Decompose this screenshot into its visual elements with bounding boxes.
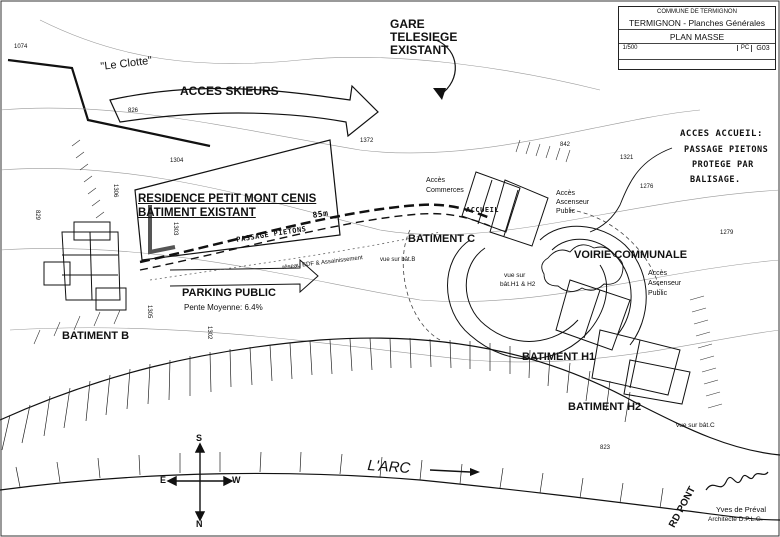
acces-skieurs-arrow [109,84,379,138]
parcel-number: 826 [128,108,139,114]
parcel-number: 1321 [620,155,634,161]
label-gare-line2: TELESIEGE [390,30,458,44]
label-vue-bat-h-1: vue sur [504,272,526,279]
label-acces-ascenseur-2a: Accès [648,270,668,277]
label-parking-public: PARKING PUBLIC [182,287,276,299]
contour-lines [0,19,780,363]
label-pente: Pente Moyenne: 6.4% [184,303,263,312]
river-bank-south [0,472,780,521]
slope-hatching-west [33,139,121,345]
parcel-number: 1074 [14,44,28,50]
label-gare-line1: GARE [390,17,425,31]
label-acces-ascenseur-1b: Ascenseur [556,199,590,206]
parcel-number: 1303 [172,222,178,236]
architect-signature [705,471,769,491]
label-acces-ascenseur-1c: Public [556,208,576,215]
title-phase: PC [737,45,752,51]
river-flow-arrow [429,469,471,473]
batiment-b-footprint [43,221,127,311]
compass-label-w: W [232,475,241,485]
label-acces-ascenseur-2c: Public [648,290,668,297]
label-acces-ascenseur-2b: Ascenseur [648,280,682,287]
label-acces-ascenseur-1a: Accès [556,190,576,197]
gare-curved-arrow [435,39,456,96]
parcel-number: 823 [600,445,611,451]
label-acces-commerces-1: Accès [426,177,446,184]
parking-arrow [169,258,319,294]
label-acces-accueil-note-1: ACCES ACCUEIL: [680,129,763,139]
compass-label-n: N [196,519,203,529]
batiment-h-footprint [555,279,691,405]
reseau-line [149,231,441,281]
parcel-number: 1279 [720,230,734,236]
label-voirie-communale: VOIRIE COMMUNALE [574,249,688,261]
label-batiment-h2: BATIMENT H2 [568,401,642,413]
label-vue-bat-c: vue sur bât.C [676,422,715,429]
slope-hatching-east [515,139,723,409]
parcel-number: 1304 [170,158,184,164]
title-scale: 1/500 [622,45,638,51]
residence-existing-footprint [134,139,341,261]
voirie-road-dashes [402,209,661,341]
passage-pietons-edge [139,212,491,271]
label-batiment-c: BATIMENT C [408,233,476,245]
property-boundary [7,58,211,148]
gare-arrowhead [433,88,446,100]
passage-pietons-path [139,203,491,264]
compass-rose [166,442,234,522]
label-batiment-b: BATIMENT B [62,330,130,342]
title-sheet-code: G03 [751,45,774,52]
label-acces-skieurs: ACCES SKIEURS [180,84,279,98]
parcel-number: 1305 [146,305,152,319]
title-commune: COMMUNE DE TERMIGNON [657,9,737,15]
parcel-number: 829 [34,210,40,221]
compass-label-e: E [160,475,167,485]
label-acces-accueil-note-4: BALISAGE. [690,175,741,185]
label-river-arc: L'ARC [366,457,411,477]
parcel-number: 1302 [206,326,212,340]
voirie-communale-road [447,225,647,360]
label-residence-line1: RESIDENCE PETIT MONT CENIS [138,193,317,205]
label-accueil: ACCUEIL [466,206,500,214]
parcel-number: 1276 [640,184,654,190]
compass-label-s: S [196,433,203,443]
batiment-c-footprint [461,171,549,247]
label-acces-accueil-note-2: PASSAGE PIETONS [684,145,769,155]
parcel-number: 1372 [360,138,374,144]
label-batiment-h1: BATIMENT H1 [522,351,596,363]
river-bank-north-hatching [1,337,631,451]
parcel-number: 842 [560,142,571,148]
title-sheet-title: PLAN MASSE [669,32,725,42]
label-acces-commerces-2: Commerces [426,187,464,194]
architect-title: Architecte D.P.L.G. [708,516,763,523]
title-block: COMMUNE DE TERMIGNON TERMIGNON - Planche… [618,6,776,70]
river-flow-arrowhead [470,468,480,476]
label-acces-accueil-note-3: PROTEGE PAR [692,160,754,170]
voirie-cloud-outline [541,244,624,292]
label-vue-bat-b: vue sur bât.B [380,257,416,263]
architect-name: Yves de Préval [716,505,767,514]
label-vue-bat-h-2: bât.H1 & H2 [500,281,536,288]
title-project: TERMIGNON - Planches Générales [628,18,766,28]
river-bank-north [0,337,780,456]
accueil-note-leader [589,147,673,233]
label-residence-line2: BATIMENT EXISTANT [138,207,256,219]
label-gare-line3: EXISTANT [390,43,449,57]
river-bank-south-hatching [15,451,664,509]
parcel-number: 1306 [112,184,118,198]
residence-hatched-edge [148,205,176,255]
